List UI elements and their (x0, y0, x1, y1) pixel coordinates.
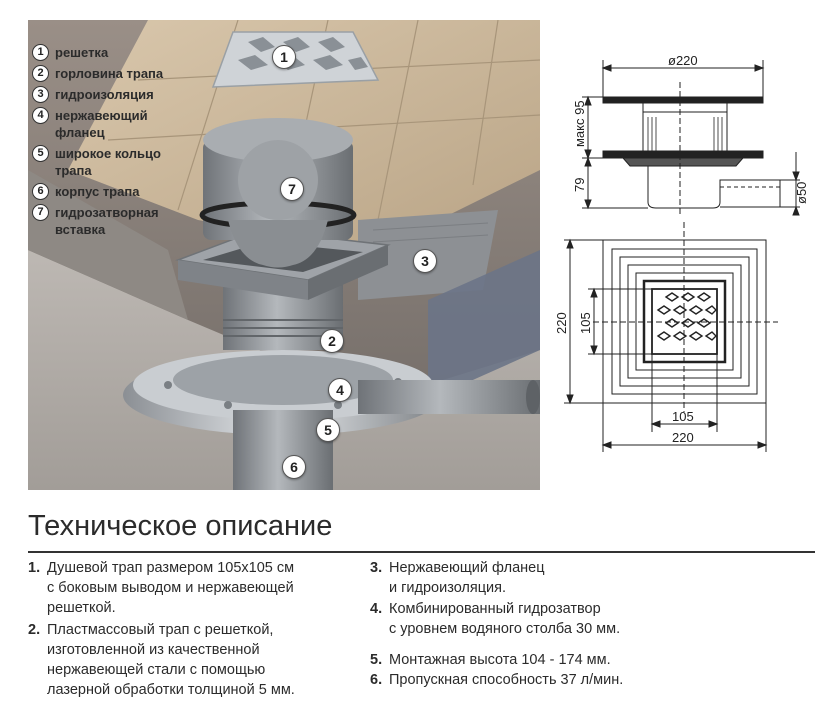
spec-text: Пропускная способность 37 л/мин. (389, 672, 624, 688)
spec-text: Нержавеющий фланец и гидроизоляция. (389, 560, 545, 596)
section-title: Техническое описание (28, 510, 333, 542)
callout-7: 7 (280, 177, 304, 201)
spec-number: 3. (370, 560, 383, 576)
legend-number: 2 (32, 65, 49, 82)
callout-1: 1 (272, 45, 296, 69)
drain-cutaway-render (28, 20, 540, 490)
callout-3: 3 (413, 249, 437, 273)
dim-105-horizontal: 105 (672, 409, 694, 424)
technical-drawing: ø220 макс 95 79 ø50 220 105 105 220 (554, 53, 809, 452)
spec-list-right: 3. Нержавеющий фланец и гидроизоляция. 4… (370, 558, 623, 690)
spec-text: Монтажная высота 104 - 174 мм. (389, 652, 611, 668)
drain-render-illustration (28, 20, 540, 490)
dim-diameter-50: ø50 (794, 182, 809, 204)
legend-label: гидрозатворная вставка (55, 205, 159, 237)
legend-label: решетка (55, 45, 109, 60)
legend-number: 3 (32, 86, 49, 103)
legend-label: широкое кольцо трапа (55, 146, 161, 178)
legend-number: 5 (32, 145, 49, 162)
legend-label: горловина трапа (55, 66, 164, 81)
spec-item: 5. Монтажная высота 104 - 174 мм. (370, 650, 623, 670)
legend-item-ring: 5 широкое кольцо трапа (32, 145, 180, 179)
legend-label: корпус трапа (55, 184, 140, 199)
spec-number: 6. (370, 672, 383, 688)
parts-legend: 1 решетка 2 горловина трапа 3 гидроизоля… (32, 44, 180, 242)
dim-diameter-220: ø220 (668, 53, 698, 68)
spec-item: 4. Комбинированный гидрозатвор с уровнем… (370, 599, 623, 639)
legend-label: гидроизоляция (55, 87, 154, 102)
dim-79: 79 (572, 178, 587, 192)
callout-5: 5 (316, 418, 340, 442)
dim-220-horizontal: 220 (672, 430, 694, 445)
spec-item: 6. Пропускная способность 37 л/мин. (370, 670, 623, 690)
legend-number: 1 (32, 44, 49, 61)
callout-6: 6 (282, 455, 306, 479)
spec-item: 3. Нержавеющий фланец и гидроизоляция. (370, 558, 623, 598)
dim-105-vertical: 105 (578, 312, 593, 334)
dim-220-vertical: 220 (554, 312, 569, 334)
title-divider (28, 551, 815, 553)
spec-number: 2. (28, 622, 41, 638)
spec-item: 2. Пластмассовый трап с решеткой, изгото… (28, 620, 295, 700)
legend-item-body: 6 корпус трапа (32, 183, 180, 200)
legend-number: 4 (32, 107, 49, 124)
legend-item-waterproofing: 3 гидроизоляция (32, 86, 180, 103)
legend-item-flange: 4 нержавеющий фланец (32, 107, 180, 141)
spec-list-left: 1. Душевой трап размером 105х105 см с бо… (28, 558, 295, 700)
callout-2: 2 (320, 329, 344, 353)
legend-number: 6 (32, 183, 49, 200)
legend-item-throat: 2 горловина трапа (32, 65, 180, 82)
legend-item-grate: 1 решетка (32, 44, 180, 61)
spec-number: 5. (370, 652, 383, 668)
legend-label: нержавеющий фланец (55, 108, 148, 140)
legend-number: 7 (32, 204, 49, 221)
dim-max-95: макс 95 (572, 100, 587, 147)
spec-number: 4. (370, 601, 383, 617)
spec-text: Комбинированный гидрозатвор с уровнем во… (389, 601, 621, 637)
spec-text: Пластмассовый трап с решеткой, изготовле… (47, 622, 295, 698)
callout-4: 4 (328, 378, 352, 402)
spec-number: 1. (28, 560, 41, 576)
legend-item-trap-insert: 7 гидрозатворная вставка (32, 204, 180, 238)
spec-text: Душевой трап размером 105х105 см с боков… (47, 560, 295, 616)
spec-item: 1. Душевой трап размером 105х105 см с бо… (28, 558, 295, 618)
